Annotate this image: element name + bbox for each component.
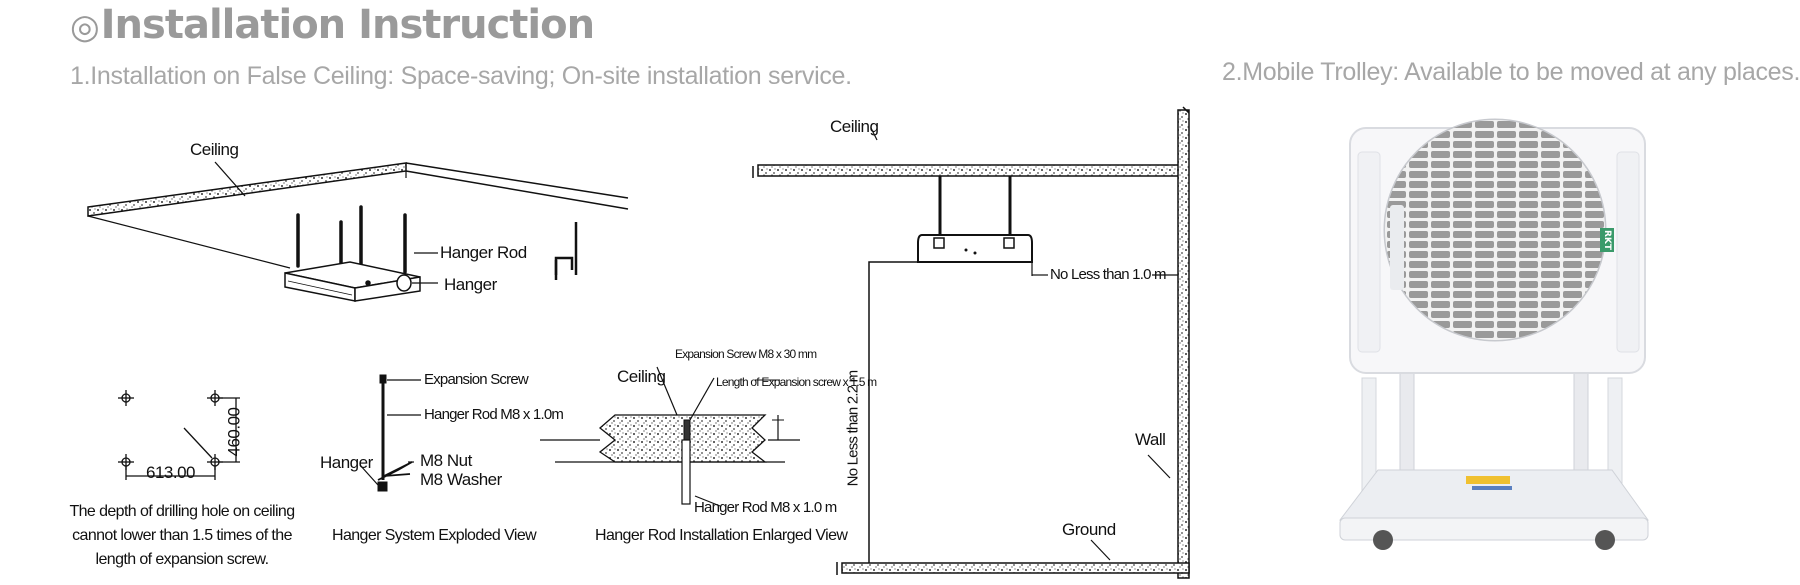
drill-mark (118, 390, 134, 406)
side-ceiling-slab (757, 164, 1183, 177)
iso-ceiling-label: Ceiling (190, 140, 239, 159)
enlarged-caption: Hanger Rod Installation Enlarged View (595, 527, 848, 544)
iso-unit (284, 261, 421, 302)
expansion-screw-label: Expansion Screw (424, 371, 529, 388)
drilling-note-line: cannot lower than 1.5 times of the (72, 527, 292, 544)
screw-spec-label: Expansion Screw M8 x 30 mm (675, 347, 817, 361)
dim-horizontal: 613.00 (146, 463, 196, 482)
clearance-1m-label: No Less than 1.0 m (1050, 266, 1166, 283)
page-title: ◎Installation Instruction (70, 2, 595, 48)
iso-hanger-label: Hanger (444, 275, 497, 294)
exploded-caption: Hanger System Exploded View (332, 527, 537, 544)
enlarged-ceiling-label: Ceiling (617, 367, 666, 386)
side-section-view (752, 106, 1190, 579)
exploded-hanger-rod-label: Hanger Rod M8 x 1.0m (424, 406, 564, 423)
iso-ceiling-slab (87, 162, 407, 217)
washer-label: M8 Washer (420, 470, 502, 489)
brand-badge: RKT (1600, 228, 1614, 252)
mobile-trolley-product (1338, 118, 1649, 550)
screw-length-label: Length of Expansion screw x 1.5 m (716, 375, 877, 389)
drilling-note-line: The depth of drilling hole on ceiling (69, 503, 295, 520)
ground-label: Ground (1062, 520, 1116, 539)
title-mark: ◎ (70, 7, 100, 47)
dim-vertical: 460.00 (224, 407, 244, 457)
drilling-plan (118, 390, 240, 480)
exploded-view (359, 374, 421, 492)
exploded-hanger-label: Hanger (320, 453, 373, 472)
side-ground (841, 562, 1190, 574)
drilling-note-line: length of expansion screw. (95, 551, 270, 568)
enlarged-hanger-rod-label: Hanger Rod M8 x 1.0 m (694, 499, 837, 516)
section-ceiling-heading: 1.Installation on False Ceiling: Space-s… (70, 62, 852, 90)
section-trolley-heading: 2.Mobile Trolley: Available to be moved … (1222, 58, 1800, 86)
title-text: Installation Instruction (100, 2, 595, 48)
drilling-note: The depth of drilling hole on ceiling ca… (62, 500, 302, 572)
side-ceiling-label: Ceiling (830, 117, 879, 136)
wall-label: Wall (1135, 430, 1166, 449)
iso-hanger-rod-label: Hanger Rod (440, 243, 527, 262)
nut-label: M8 Nut (420, 451, 472, 470)
iso-hanger-detail (554, 222, 578, 280)
iso-ceiling-view (87, 161, 629, 302)
side-wall (1177, 109, 1190, 579)
enlarged-view (540, 366, 800, 507)
